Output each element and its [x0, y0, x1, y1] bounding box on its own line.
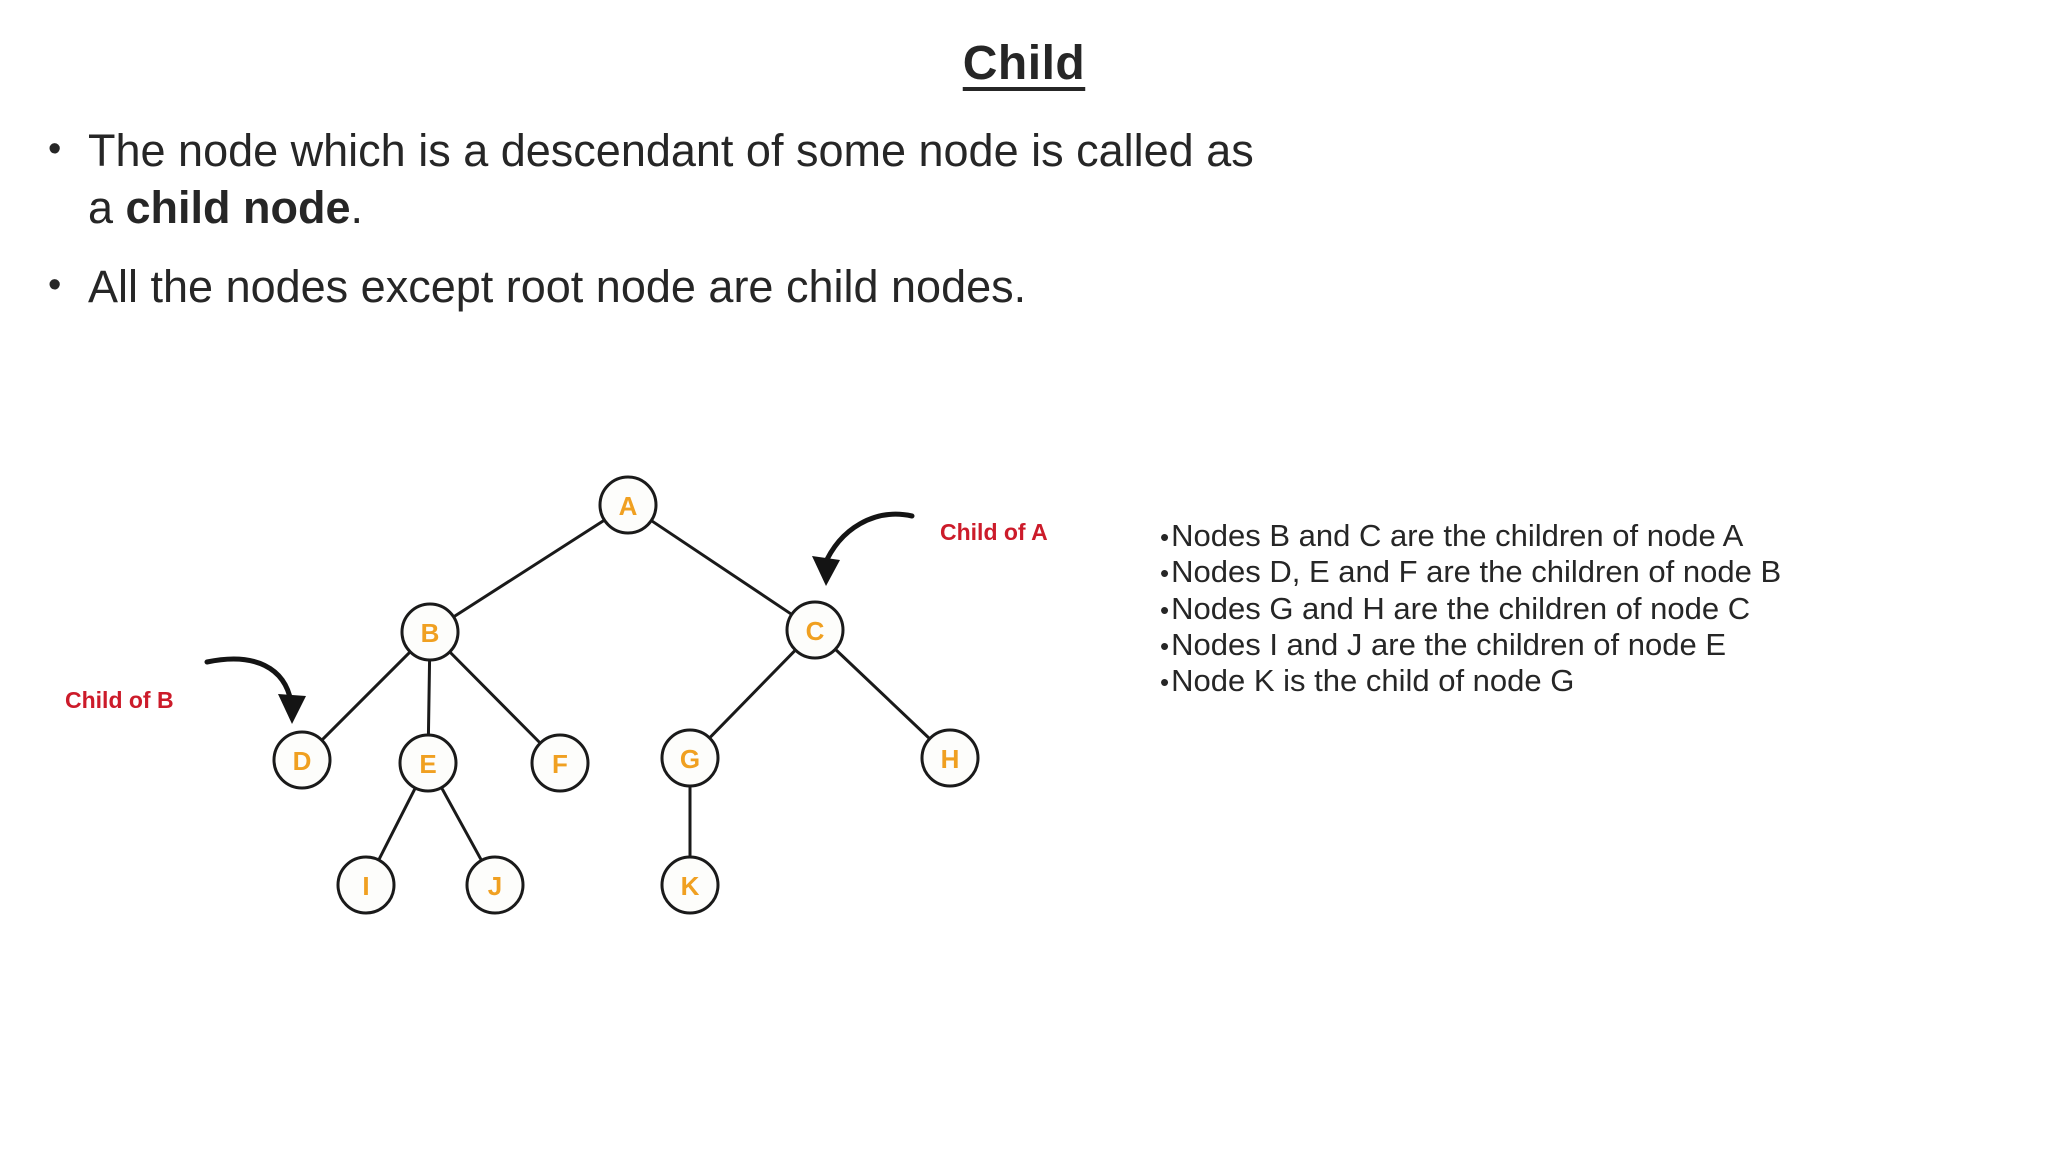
tree-node-label-f: F [552, 749, 568, 779]
tree-node-circle-d [272, 730, 332, 790]
tree-node-circle-e [398, 733, 458, 793]
tree-node-circle-i [336, 855, 396, 915]
note-bullet-icon: • [1160, 667, 1170, 698]
tree-node-c[interactable]: C [785, 600, 845, 660]
tree-node-i[interactable]: I [336, 855, 396, 915]
bullet-marker-icon: • [48, 128, 62, 170]
tree-node-g[interactable]: G [660, 728, 720, 788]
tree-edge-b-e [426, 658, 432, 737]
tree-edge-b-d [320, 650, 412, 742]
tree-node-e[interactable]: E [398, 733, 458, 793]
tree-node-k[interactable]: K [660, 855, 720, 915]
note-bullet-icon: • [1160, 522, 1170, 552]
tree-node-label-k: K [681, 871, 700, 901]
page-title: Child [0, 36, 2048, 91]
tree-node-label-i: I [362, 871, 369, 901]
main-bullet-list: • The node which is a descendant of some… [48, 122, 1748, 337]
note-item-text: Nodes G and H are the children of node C [1171, 590, 1751, 626]
main-bullet-line-2-suffix: . [350, 182, 364, 234]
bullet-marker-icon: • [48, 264, 62, 307]
main-bullet-text: All the nodes except root node are child… [88, 258, 1748, 315]
tree-node-group: A B C D E F G H I J K [272, 475, 980, 915]
callout-arrowhead-a-icon [812, 556, 840, 586]
tree-node-circle-f [530, 733, 590, 793]
tree-edge-c-g [708, 648, 797, 740]
tree-node-j[interactable]: J [465, 855, 525, 915]
main-bullet-line-2-prefix: a [88, 182, 126, 234]
callout-arrowhead-b-icon [278, 694, 306, 724]
tree-node-circle-h [920, 728, 980, 788]
tree-node-f[interactable]: F [530, 733, 590, 793]
tree-node-label-j: J [488, 871, 502, 901]
tree-node-label-h: H [941, 744, 960, 774]
tree-edge-a-c [649, 519, 794, 616]
tree-node-label-b: B [421, 618, 440, 648]
tree-diagram-canvas: A B C D E F G H I J K Child of A Child of B [65, 475, 1048, 915]
tree-diagram: A B C D E F G H I J K Child of A Child of B [40, 440, 1100, 950]
tree-node-circle-k [660, 855, 720, 915]
tree-edge-e-i [377, 786, 417, 862]
note-item: •Nodes D, E and F are the children of no… [1160, 554, 1990, 590]
main-bullet-line-2-bold: child node [125, 182, 351, 234]
tree-node-label-a: A [619, 491, 638, 521]
note-bullet-icon: • [1160, 594, 1170, 625]
note-item-text: Nodes I and J are the children of node E [1171, 626, 1727, 662]
callout-label-child-of-b: Child of B [65, 687, 174, 713]
main-bullet-item: • The node which is a descendant of some… [48, 122, 1748, 236]
notes-list: •Nodes B and C are the children of node … [1160, 518, 1990, 699]
tree-node-label-g: G [680, 744, 700, 774]
callout-child-of-b: Child of B [65, 656, 306, 724]
tree-edge-e-j [439, 786, 484, 862]
main-bullet-item: • All the nodes except root node are chi… [48, 258, 1748, 315]
tree-node-circle-b [400, 602, 460, 662]
tree-node-circle-c [785, 600, 845, 660]
tree-edge-c-h [833, 647, 932, 741]
note-item-text: Nodes D, E and F are the children of nod… [1171, 554, 1782, 590]
note-item: •Node K is the child of node G [1160, 663, 1990, 699]
note-bullet-icon: • [1160, 558, 1170, 589]
tree-edge-group [320, 518, 932, 862]
main-bullet-line-1: The node which is a descendant of some n… [88, 125, 1254, 176]
tree-node-a[interactable]: A [598, 475, 658, 535]
note-item: •Nodes B and C are the children of node … [1160, 518, 1990, 554]
tree-node-circle-a [598, 475, 658, 535]
main-bullet-line-1: All the nodes except root node are child… [88, 261, 1027, 313]
callout-child-of-a: Child of A [812, 511, 1048, 586]
tree-node-label-d: D [293, 746, 312, 776]
tree-node-b[interactable]: B [400, 602, 460, 662]
note-item: •Nodes I and J are the children of node … [1160, 627, 1990, 663]
tree-edge-a-b [452, 518, 606, 619]
tree-node-label-c: C [806, 616, 825, 646]
tree-node-circle-g [660, 728, 720, 788]
tree-edge-b-f [448, 650, 542, 745]
page-title-text: Child [962, 37, 1086, 90]
tree-node-label-e: E [419, 749, 436, 779]
tree-node-d[interactable]: D [272, 730, 332, 790]
note-item-text: Nodes B and C are the children of node A [1171, 518, 1744, 553]
note-item: •Nodes G and H are the children of node … [1160, 591, 1990, 627]
callout-label-child-of-a: Child of A [940, 519, 1048, 545]
callout-arrow-b-icon [204, 656, 294, 705]
note-bullet-icon: • [1160, 630, 1170, 661]
tree-node-h[interactable]: H [920, 728, 980, 788]
callout-arrow-a-icon [821, 511, 915, 569]
tree-node-circle-j [465, 855, 525, 915]
note-item-text: Node K is the child of node G [1171, 663, 1575, 699]
main-bullet-text: The node which is a descendant of some n… [88, 122, 1748, 236]
